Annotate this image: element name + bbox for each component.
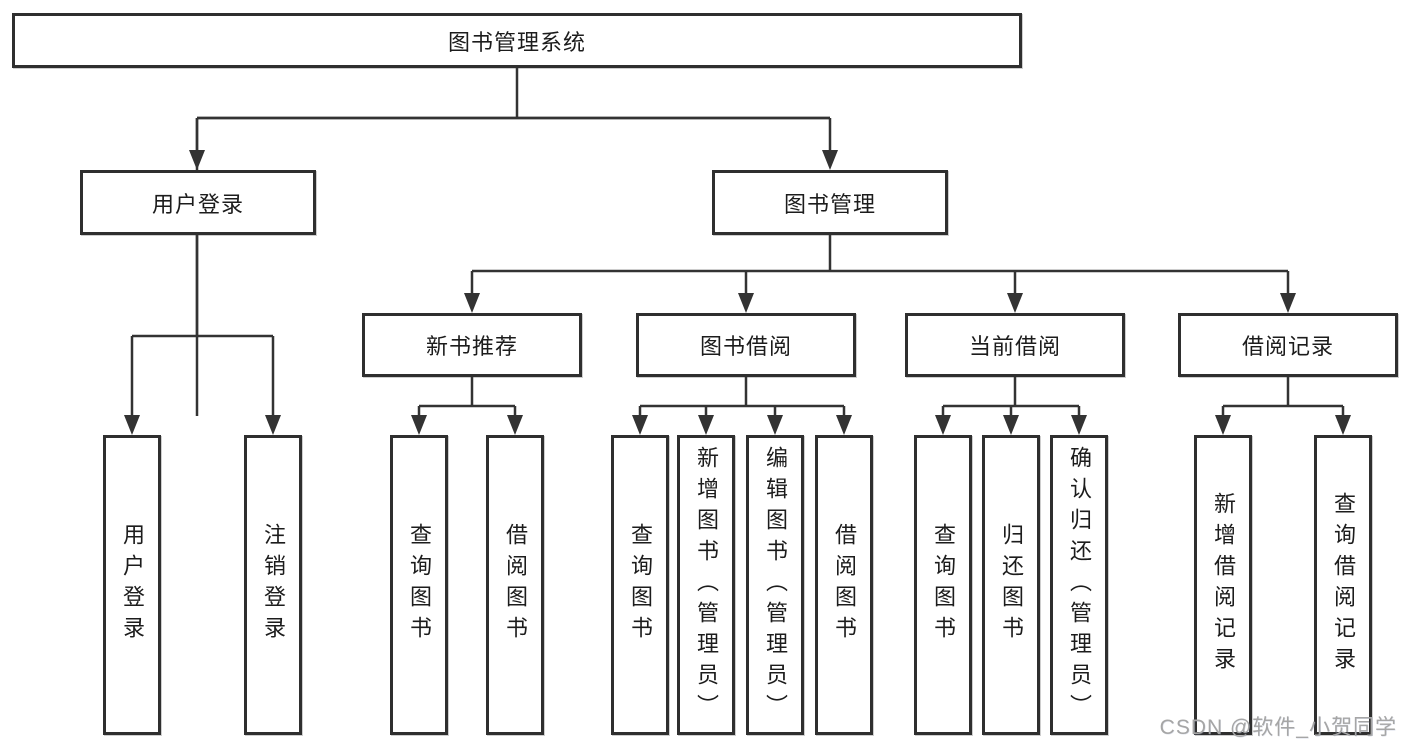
node-label: 图书管理系统 [447,29,586,55]
node-borrowing-records: 借阅记录 [1178,313,1398,377]
leaf-query-books-under-new-book: 查询图书 [390,435,448,735]
connector-new-book-to-leaves [417,376,517,417]
leaf-logout: 注销登录 [244,435,302,735]
arrowheads-new-book-leaves [411,415,523,435]
node-label: 用户登录 [151,191,244,217]
leaf-label: 查询图书 [407,523,432,647]
node-library-management-system: 图书管理系统 [12,13,1022,68]
node-label: 当前借阅 [968,334,1061,359]
node-label: 新书推荐 [425,334,518,359]
leaf-label: 用户登录 [120,523,145,647]
leaf-label: 查询图书 [931,523,956,647]
node-new-book-recommendation: 新书推荐 [362,313,582,377]
leaf-label: 查询图书 [628,523,653,647]
leaf-label: 归还图书 [999,523,1024,647]
arrowheads-current-leaves [935,415,1087,435]
leaf-label: 注销登录 [261,523,286,647]
arrowheads-level3 [464,293,1296,313]
arrowheads-borrowing-leaves [632,415,852,435]
leaf-return-books: 归还图书 [982,435,1040,735]
leaf-confirm-return-admin: 确认归还（管理员） [1050,435,1108,735]
connector-current-to-leaves [941,376,1081,417]
leaf-label: 新增借阅记录 [1211,492,1236,678]
leaf-query-borrow-record: 查询借阅记录 [1314,435,1372,735]
connector-book-mgmt-to-level3 [470,235,1290,295]
leaf-borrow-books-under-new-book: 借阅图书 [486,435,544,735]
connector-borrowing-to-leaves [638,376,846,417]
leaf-label: 确认归还（管理员） [1067,445,1092,725]
connector-user-login-to-leaves [130,235,275,417]
node-label: 图书管理 [783,191,876,217]
leaf-borrow-books-under-borrowing: 借阅图书 [815,435,873,735]
leaf-add-borrow-record: 新增借阅记录 [1194,435,1252,735]
leaf-user-login: 用户登录 [103,435,161,735]
node-book-management: 图书管理 [712,170,948,235]
leaf-edit-books-admin: 编辑图书（管理员） [746,435,804,735]
leaf-label: 查询借阅记录 [1331,492,1356,678]
leaf-add-books-admin: 新增图书（管理员） [677,435,735,735]
leaf-label: 编辑图书（管理员） [763,445,788,725]
leaf-label: 借阅图书 [503,523,528,647]
leaf-query-books-under-current: 查询图书 [914,435,972,735]
arrowheads-user-login-leaves [124,415,281,435]
connector-records-to-leaves [1221,376,1345,417]
leaf-query-books-under-borrowing: 查询图书 [611,435,669,735]
node-label: 借阅记录 [1241,334,1334,359]
leaf-label: 新增图书（管理员） [694,445,719,725]
arrowheads-records-leaves [1215,415,1351,435]
leaf-label: 借阅图书 [832,523,857,647]
arrowheads-level2 [189,150,838,170]
csdn-watermark: CSDN @软件_小贺同学 [1159,716,1397,739]
node-book-borrowing: 图书借阅 [636,313,856,377]
node-current-borrowing: 当前借阅 [905,313,1125,377]
node-label: 图书借阅 [699,334,792,359]
node-user-login: 用户登录 [80,170,316,235]
